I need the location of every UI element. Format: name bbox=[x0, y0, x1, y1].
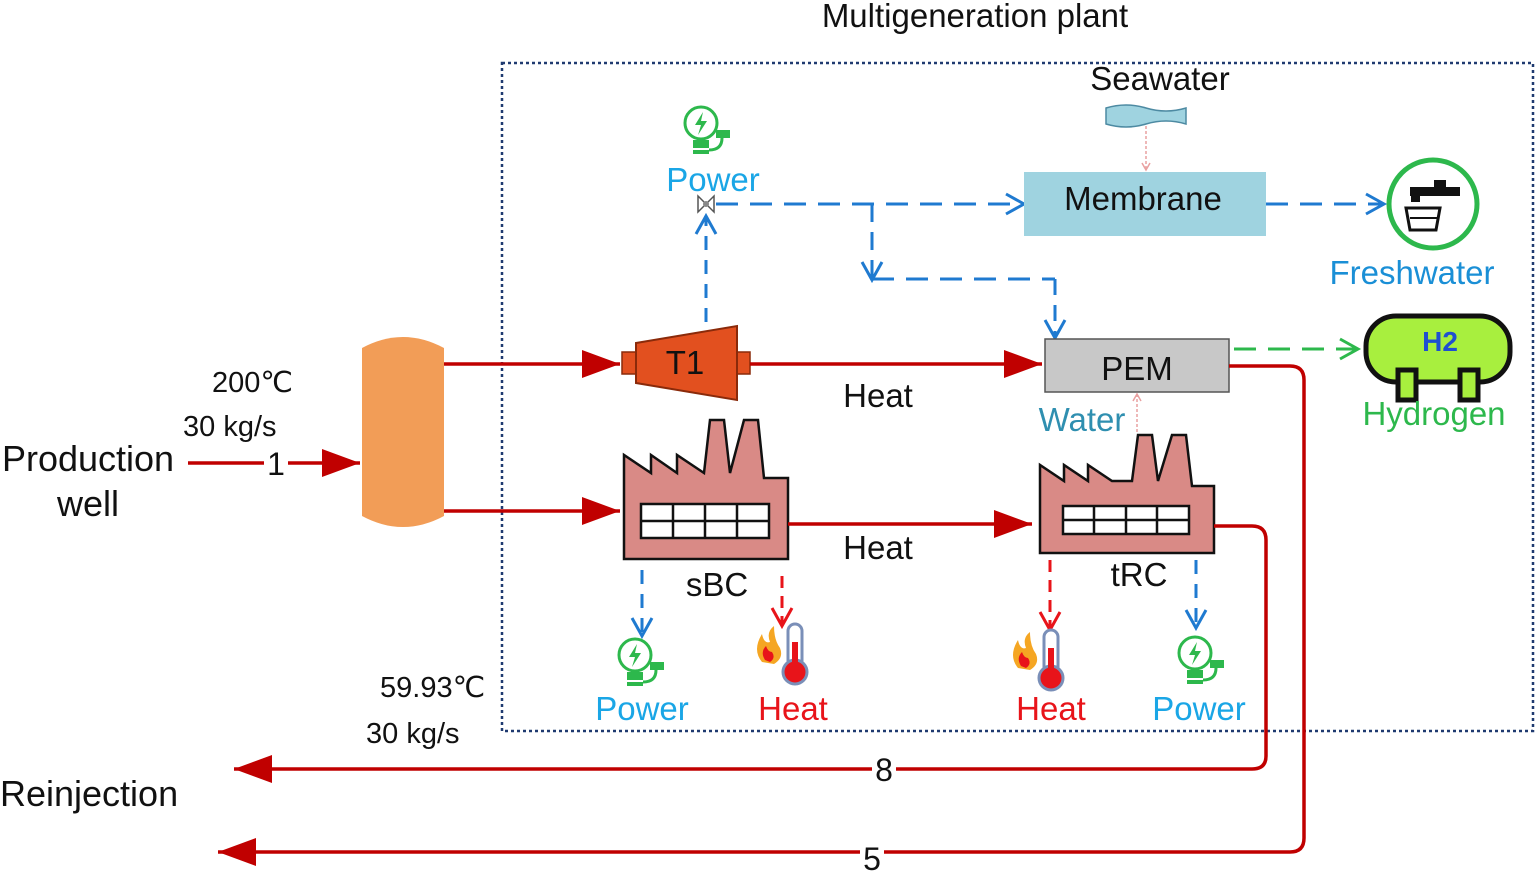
seawater-label: Seawater bbox=[1090, 60, 1229, 97]
hydrogen-label: Hydrogen bbox=[1362, 395, 1505, 432]
plant-title: Multigeneration plant bbox=[822, 0, 1128, 34]
inlet-source-line2: well bbox=[56, 483, 119, 524]
heat-label-sbc-out: Heat bbox=[758, 690, 828, 727]
power-bulb-icon-t1 bbox=[683, 105, 730, 154]
stream-5-label: 5 bbox=[863, 841, 881, 872]
turbine-t1 bbox=[621, 324, 751, 402]
heat-thermometer-icon-sbc bbox=[757, 622, 809, 686]
power-bulb-icon-trc bbox=[1177, 635, 1224, 684]
hydrogen-symbol: H2 bbox=[1422, 326, 1458, 357]
freshwater-tap-icon bbox=[1386, 157, 1480, 251]
freshwater-label: Freshwater bbox=[1329, 254, 1494, 291]
stream-5-line bbox=[884, 364, 1306, 854]
water-label: Water bbox=[1039, 401, 1126, 438]
trc-factory-icon bbox=[1038, 433, 1216, 555]
power-label-sbc: Power bbox=[595, 690, 689, 727]
stream-8-line bbox=[896, 524, 1268, 771]
outlet-temperature: 59.93℃ bbox=[380, 672, 485, 704]
trc-label: tRC bbox=[1111, 556, 1168, 593]
sbc-factory-icon bbox=[622, 418, 790, 561]
inlet-temperature: 200℃ bbox=[212, 367, 293, 399]
stream-1-label: 1 bbox=[267, 446, 285, 482]
outlet-flow: 30 kg/s bbox=[366, 718, 460, 750]
plant-boundary bbox=[500, 61, 1535, 733]
sbc-label: sBC bbox=[686, 566, 748, 603]
seawater-wave-icon bbox=[1105, 104, 1187, 128]
reinjection-label: Reinjection bbox=[0, 773, 178, 814]
hydrogen-tank-icon bbox=[1363, 313, 1513, 403]
heat-label-trc-out: Heat bbox=[1016, 690, 1086, 727]
membrane-label: Membrane bbox=[1064, 180, 1222, 217]
turbine-label: T1 bbox=[666, 344, 705, 381]
power-bulb-icon-sbc bbox=[617, 637, 664, 686]
inlet-source-line1: Production bbox=[2, 438, 174, 479]
splitter-valve-icon bbox=[697, 194, 715, 214]
power-label-trc: Power bbox=[1152, 690, 1246, 727]
inlet-flow: 30 kg/s bbox=[183, 411, 277, 443]
stream-8-label: 8 bbox=[875, 752, 893, 788]
separator-vessel bbox=[362, 337, 444, 527]
power-label-t1: Power bbox=[666, 161, 760, 198]
pem-label: PEM bbox=[1101, 350, 1173, 387]
membrane-box bbox=[1024, 172, 1266, 236]
heat-label-sbc-trc: Heat bbox=[843, 529, 913, 566]
heat-thermometer-icon-trc bbox=[1013, 628, 1065, 692]
heat-label-t1-pem: Heat bbox=[843, 377, 913, 414]
